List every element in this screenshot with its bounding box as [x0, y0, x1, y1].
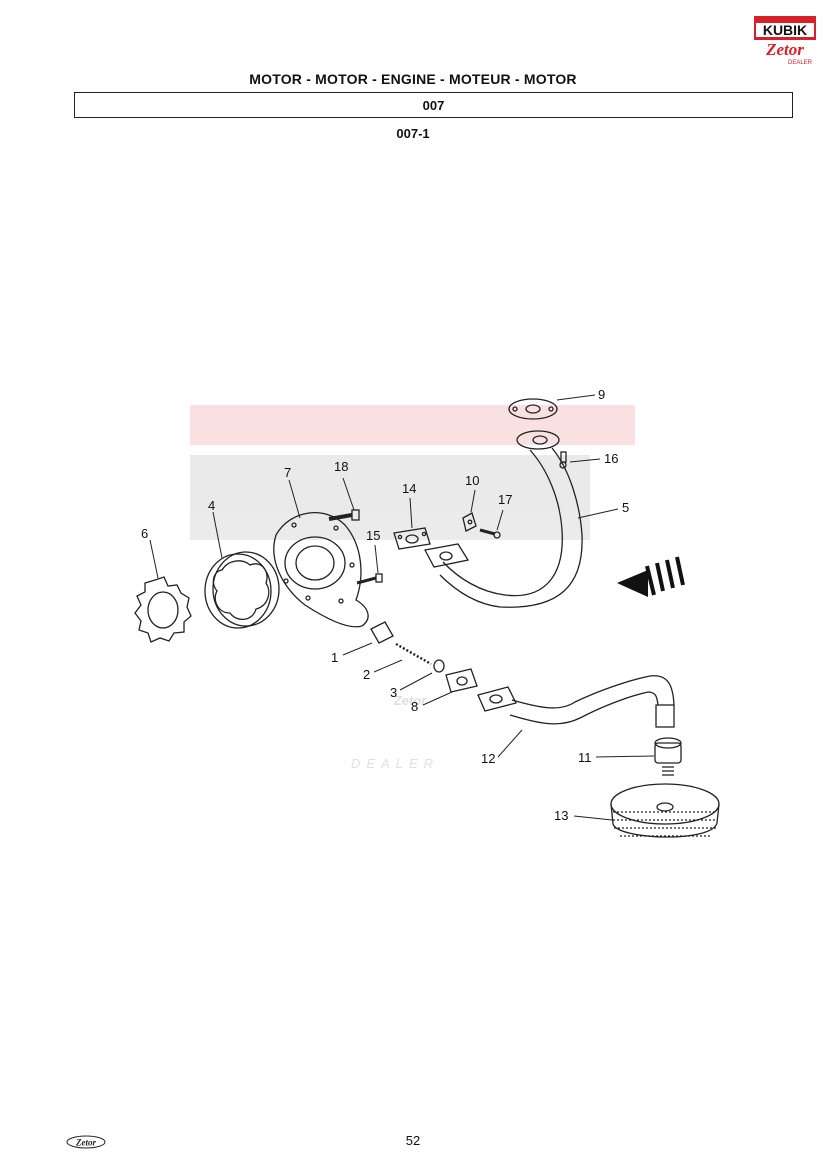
- callout-labels: 9 16 5 10 17 14 18 15 7 4 6 1 2 3 8 12 1…: [141, 387, 629, 823]
- footer-logo-text: Zetor: [75, 1138, 96, 1148]
- part-6-inner-gear: [134, 576, 192, 643]
- callout-3: 3: [390, 685, 397, 700]
- callout-7: 7: [284, 465, 291, 480]
- svg-text:Zetor: Zetor: [393, 693, 427, 708]
- callout-16: 16: [604, 451, 618, 466]
- part-8-gasket: [445, 668, 478, 693]
- page-number: 52: [405, 1133, 421, 1148]
- part-7-pump-housing: [273, 512, 369, 628]
- part-14-gasket: [393, 527, 431, 550]
- callout-5: 5: [622, 500, 629, 515]
- callout-17: 17: [498, 492, 512, 507]
- callout-13: 13: [554, 808, 568, 823]
- callout-10: 10: [465, 473, 479, 488]
- part-5-suction-pipe: [424, 430, 583, 608]
- part-3-washer: [433, 659, 445, 673]
- part-12-suction-pipe: [477, 675, 675, 728]
- direction-arrow-icon: [617, 556, 685, 597]
- footer-zetor-logo: Zetor: [66, 1135, 106, 1149]
- part-10-bracket: [462, 512, 477, 532]
- callout-2: 2: [363, 667, 370, 682]
- part-18-bolt: [328, 509, 360, 521]
- callout-12: 12: [481, 751, 495, 766]
- part-9-gasket: [508, 398, 558, 420]
- part-17-screw: [479, 528, 501, 539]
- part-16-bolt: [559, 451, 567, 469]
- callout-9: 9: [598, 387, 605, 402]
- part-1-valve-piston: [370, 621, 394, 644]
- part-13-strainer: [610, 783, 720, 838]
- callout-15: 15: [366, 528, 380, 543]
- page-title: MOTOR - MOTOR - ENGINE - MOTEUR - MOTOR: [249, 71, 577, 87]
- watermark-dealer-text: DEALER: [351, 756, 439, 771]
- section-code-box: 007: [74, 92, 793, 118]
- part-11-nut: [654, 737, 682, 776]
- kubik-zetor-logo: KUBIK Zetor DEALER: [754, 16, 816, 66]
- callout-1: 1: [331, 650, 338, 665]
- logo-text-kubik: KUBIK: [763, 22, 807, 38]
- callout-11: 11: [578, 750, 592, 765]
- callout-14: 14: [402, 481, 416, 496]
- watermark: Zetor DEALER: [190, 405, 635, 771]
- part-2-spring: [395, 642, 432, 666]
- figure-reference: 007-1: [396, 126, 430, 141]
- callout-8: 8: [411, 699, 418, 714]
- part-4-outer-rotor: [204, 551, 280, 629]
- logo-text-dealer: DEALER: [788, 60, 813, 66]
- callout-4: 4: [208, 498, 215, 513]
- callout-6: 6: [141, 526, 148, 541]
- callout-18: 18: [334, 459, 348, 474]
- logo-text-zetor: Zetor: [765, 40, 804, 59]
